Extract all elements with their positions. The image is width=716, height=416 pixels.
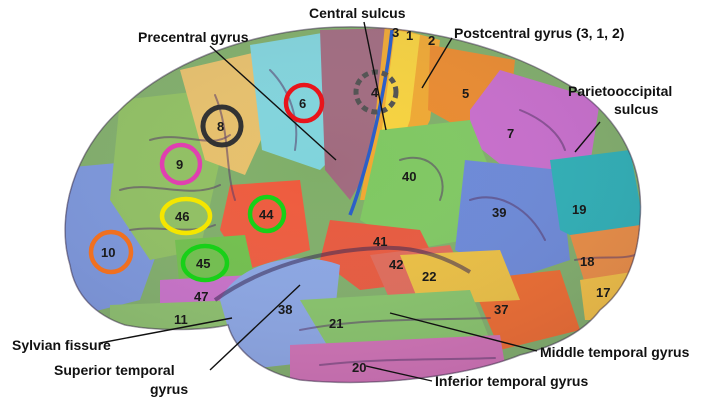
- area-44-number: 44: [259, 207, 274, 222]
- area-8-number: 8: [217, 119, 224, 134]
- inferior-temporal-label: Inferior temporal gyrus: [435, 373, 588, 389]
- middle-temporal-label: Middle temporal gyrus: [540, 344, 690, 360]
- area-5-number: 5: [462, 86, 469, 101]
- parietooccipital-label-line1: Parietooccipital: [568, 83, 672, 99]
- central-sulcus-label: Central sulcus: [309, 5, 406, 21]
- area-21-number: 21: [329, 316, 343, 331]
- area-45-number: 45: [196, 256, 210, 271]
- area-7-number: 7: [507, 126, 514, 141]
- area-39-number: 39: [492, 205, 506, 220]
- area-46-number: 46: [175, 209, 189, 224]
- postcentral-gyrus-label: Postcentral gyrus (3, 1, 2): [454, 25, 624, 41]
- area-40-number: 40: [402, 169, 416, 184]
- area-10-number: 10: [101, 245, 115, 260]
- area-9-number: 9: [176, 157, 183, 172]
- area-6-number: 6: [299, 96, 306, 111]
- area-22-number: 22: [422, 269, 436, 284]
- area-42-number: 42: [389, 257, 403, 272]
- area-1-number: 1: [406, 28, 413, 43]
- area-37-number: 37: [494, 302, 508, 317]
- area-19-number: 19: [572, 202, 586, 217]
- superior-temporal-label-line1: Superior temporal: [54, 362, 175, 378]
- area-11-number: 11: [174, 312, 188, 327]
- area-41-number: 41: [373, 234, 387, 249]
- area-20-number: 20: [352, 360, 366, 375]
- area-47-number: 47: [194, 289, 208, 304]
- area-3-number: 3: [392, 25, 399, 40]
- sylvian-fissure-label: Sylvian fissure: [12, 337, 111, 353]
- superior-temporal-label-line2: gyrus: [150, 381, 188, 397]
- precentral-gyrus-label: Precentral gyrus: [138, 29, 249, 45]
- area-2-number: 2: [428, 33, 435, 48]
- area-18-number: 18: [580, 254, 594, 269]
- parietooccipital-label-line2: sulcus: [614, 101, 659, 117]
- area-17-number: 17: [596, 285, 610, 300]
